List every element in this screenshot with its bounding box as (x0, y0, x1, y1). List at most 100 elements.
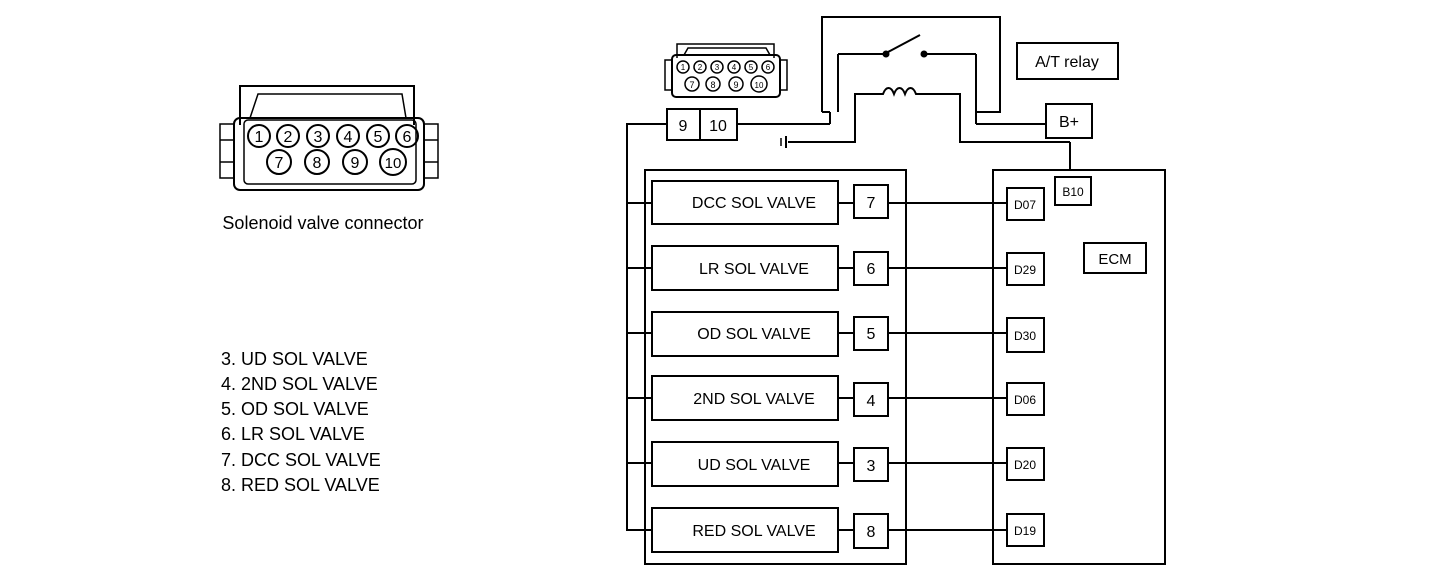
legend-item: 6. LR SOL VALVE (221, 424, 365, 444)
pin-label: 3 (715, 63, 720, 72)
valve-box (651, 507, 839, 553)
ecm-terminal-label: D19 (1014, 524, 1036, 538)
connector-latch (248, 93, 407, 119)
at-relay-label: A/T relay (1035, 54, 1099, 71)
ecm-terminal-box (1006, 317, 1045, 353)
ecm-label: ECM (1098, 251, 1131, 268)
relay-circuit (737, 16, 1071, 170)
pin-4 (336, 124, 360, 148)
switch-arm (887, 34, 921, 53)
bplus-box (1045, 103, 1093, 139)
legend-item: 3. UD SOL VALVE (221, 349, 368, 369)
valve-box (651, 180, 839, 225)
solenoid-valve-connector: 1 2 3 4 5 6 7 8 9 10 (219, 85, 439, 191)
coil-ground (788, 130, 856, 143)
valve-label: RED SOL VALVE (692, 523, 815, 540)
pin-9 (342, 149, 368, 175)
valve-pin-box (853, 447, 889, 482)
valve-label: UD SOL VALVE (698, 457, 811, 474)
bus-taps (627, 202, 652, 464)
valve-label: DCC SOL VALVE (692, 195, 816, 212)
ecm-terminals: D07 D29 D30 D06 D20 D19 (1006, 187, 1045, 547)
pin-3 (306, 124, 330, 148)
ecm-terminal-box (1006, 447, 1045, 481)
valve-assembly (644, 169, 907, 565)
pin-label: 10 (385, 155, 402, 172)
ecm-box (992, 169, 1166, 565)
connector-housing-top (239, 85, 415, 125)
ecm-terminal-label: D29 (1014, 263, 1036, 277)
legend-item: 7. DCC SOL VALVE (221, 450, 381, 470)
pin-label: 4 (344, 129, 353, 146)
valve-pin-label: 6 (867, 261, 876, 278)
valve-pin-label: 8 (867, 524, 876, 541)
ecm-terminal-label: D06 (1014, 393, 1036, 407)
valve-row-ud: UD SOL VALVE 3 (651, 441, 1007, 487)
ecm-terminal-box (1006, 513, 1045, 547)
pin-5 (366, 124, 390, 148)
pin-label: 8 (710, 80, 715, 90)
pin-label: 2 (698, 63, 703, 72)
valve-row-2nd: 2ND SOL VALVE 4 (651, 375, 1007, 421)
ecm-label-box (1083, 242, 1147, 274)
valve-pin-label: 4 (867, 393, 876, 410)
relay-housing (821, 16, 1001, 113)
valve-box (651, 375, 839, 421)
pin-label: 3 (314, 129, 323, 146)
pin-label: 9 (351, 155, 360, 172)
switch-contact (882, 50, 890, 58)
b10-label: B10 (1062, 185, 1084, 199)
common-bus (626, 123, 667, 531)
pin-1 (247, 124, 271, 148)
pin-label: 8 (313, 155, 322, 172)
pin-label: 1 (255, 129, 264, 146)
pin-label: 1 (681, 63, 686, 72)
pin-label: 2 (284, 129, 293, 146)
valve-legend: 3. UD SOL VALVE 4. 2ND SOL VALVE 5. OD S… (221, 349, 381, 495)
pin-label: 7 (275, 155, 284, 172)
pin-6 (395, 124, 419, 148)
relay-coil (854, 87, 1070, 143)
ecm-terminal-label: D20 (1014, 458, 1036, 472)
pin-label: 10 (755, 81, 764, 90)
pin-7 (266, 149, 292, 175)
legend-item: 5. OD SOL VALVE (221, 399, 369, 419)
small-connector: 1 2 3 4 5 6 7 8 9 10 (664, 43, 788, 98)
legend-item: 8. RED SOL VALVE (221, 475, 380, 495)
pin-label: 4 (732, 63, 737, 72)
connector-title: Solenoid valve connector (222, 213, 423, 233)
pin-8 (304, 149, 330, 175)
valve-pin-label: 7 (867, 195, 876, 212)
valve-row-dcc: DCC SOL VALVE 7 (651, 180, 1007, 225)
valve-box (651, 245, 839, 291)
pin-label: 5 (749, 63, 754, 72)
connector-right-ear (423, 123, 439, 179)
pin-label: 6 (403, 129, 412, 146)
pin-label: 5 (374, 129, 383, 146)
switch-contact (920, 50, 928, 58)
ecm-terminal-box (1006, 382, 1045, 416)
pin-label: 6 (766, 63, 771, 72)
valve-label: LR SOL VALVE (699, 261, 809, 278)
valve-pin-label: 5 (867, 326, 876, 343)
valve-pin-label: 3 (867, 458, 876, 475)
ecm-terminal-label: D30 (1014, 329, 1036, 343)
valve-pin-box (853, 382, 889, 417)
b10-terminal (1054, 176, 1092, 206)
pin-label: 7 (689, 80, 694, 90)
connector-left-ear (219, 123, 235, 179)
legend-item: 4. 2ND SOL VALVE (221, 374, 378, 394)
ecm-terminal-box (1006, 252, 1045, 286)
valve-row-lr: LR SOL VALVE 6 (651, 245, 1007, 291)
at-relay-box (1016, 42, 1119, 80)
ecm-terminal-box (1006, 187, 1045, 221)
valve-box (651, 441, 839, 487)
pin-10 (379, 148, 407, 176)
valve-label: OD SOL VALVE (697, 326, 811, 343)
valve-pin-box (853, 184, 889, 219)
bplus-label: B+ (1059, 114, 1079, 131)
valve-row-red: RED SOL VALVE 8 (651, 507, 1007, 553)
valve-row-od: OD SOL VALVE 5 (651, 311, 1007, 357)
pin-label: 9 (733, 80, 738, 90)
